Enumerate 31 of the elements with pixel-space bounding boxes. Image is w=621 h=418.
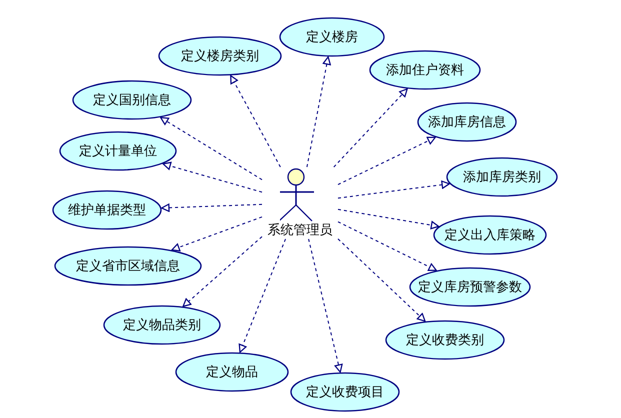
use-case-label: 维护单据类型 [68,202,146,219]
use-case-label: 添加库房类别 [463,169,541,186]
use-case-label: 定义省市区域信息 [76,258,180,275]
dependency-arrow [161,204,262,212]
use-case-label: 定义计量单位 [79,143,157,160]
use-case-label: 定义收费类别 [406,332,484,349]
dependency-arrow [162,162,262,193]
dependency-arrow [338,180,450,199]
use-case-label: 定义收费项目 [306,384,384,401]
use-case-label: 定义物品类别 [123,317,201,334]
use-case-label: 定义楼房 [306,29,358,46]
use-case-label: 定义国别信息 [93,92,171,109]
use-case-label: 定义物品 [206,364,258,381]
dependency-arrow [306,56,331,168]
dependency-arrow [160,116,262,180]
use-case-label: 定义楼房类别 [181,48,259,65]
dependency-arrow [333,88,408,168]
dependency-arrow [338,221,437,271]
dependency-arrow [308,238,343,373]
use-case-label: 定义库房预警参数 [418,279,522,296]
dependency-arrow [238,238,286,353]
dependency-arrow [338,238,426,322]
use-case-label: 添加住户资料 [386,62,464,79]
use-case-label: 定义出入库策略 [444,227,536,244]
dependency-arrow [338,208,440,230]
dependency-arrow [171,216,262,252]
dependency-arrow [338,136,436,186]
use-case-label: 添加库房信息 [428,114,506,131]
dependency-arrow [230,75,281,168]
dependency-arrow [182,236,262,307]
actor-label: 系统管理员 [266,222,334,239]
